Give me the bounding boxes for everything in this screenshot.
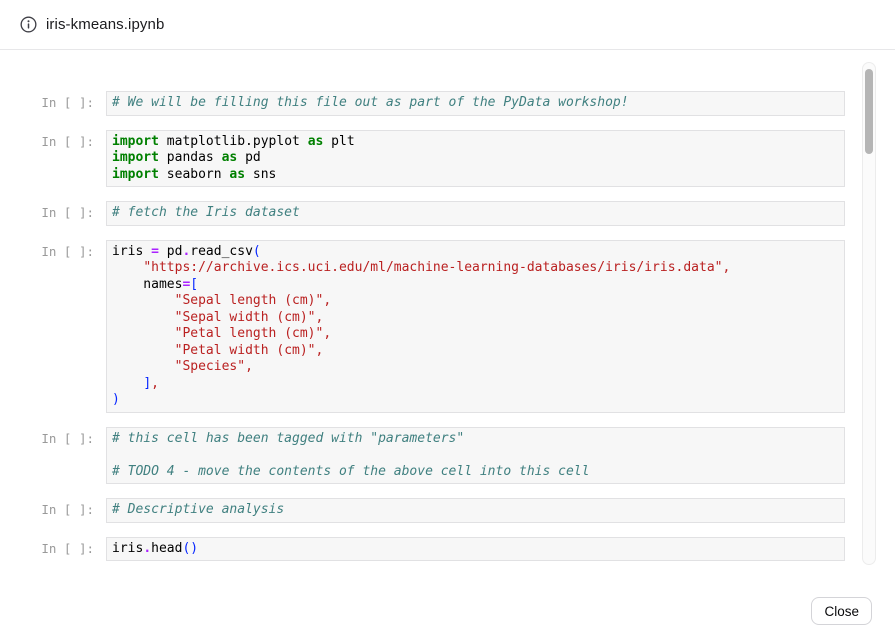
code-line: ], (143, 375, 159, 391)
cell-input: # We will be filling this file out as pa… (106, 91, 845, 116)
cell-input: iris = pd.read_csv( "https://archive.ics… (106, 239, 845, 413)
cell-input: # fetch the Iris dataset (106, 201, 845, 226)
close-button[interactable]: Close (811, 597, 872, 625)
code-line: import pandas as pd (112, 150, 261, 165)
modal-footer: Close (0, 585, 895, 643)
code-line: iris.head() (112, 540, 199, 556)
code-line: import seaborn as sns (112, 166, 277, 182)
code-line (112, 447, 836, 464)
cell-input: # Descriptive analysis (106, 498, 845, 523)
code-line: "Sepal width (cm)", (174, 309, 324, 325)
notebook-cell: In [ ]: # We will be filling this file ou… (20, 91, 845, 116)
modal-header: iris-kmeans.ipynb (0, 0, 895, 50)
notebook-cell: In [ ]: # this cell has been tagged with … (20, 426, 845, 484)
code-line: ) (112, 392, 120, 407)
code-line: "Petal length (cm)", (174, 326, 332, 341)
info-icon (20, 16, 37, 33)
code-line: # this cell has been tagged with "parame… (112, 430, 465, 446)
cell-prompt: In [ ]: (41, 243, 94, 259)
notebook-cell: In [ ]: # Descriptive analysis (20, 498, 845, 523)
code-line: # fetch the Iris dataset (112, 205, 300, 220)
notebook-scroll-area[interactable]: In [ ]: # We will be filling this file ou… (0, 50, 895, 585)
notebook-cell: In [ ]: iris = pd.read_csv( "https://arch… (20, 239, 845, 413)
code-line: # Descriptive analysis (112, 502, 285, 517)
cell-input: # this cell has been tagged with "parame… (106, 426, 845, 484)
notebook-preview: In [ ]: # We will be filling this file ou… (0, 50, 895, 585)
code-line: # We will be filling this file out as pa… (112, 95, 629, 110)
scrollbar-thumb[interactable] (865, 69, 873, 154)
notebook-cell: In [ ]: iris.head() (20, 536, 845, 561)
code-line: "Petal width (cm)", (174, 342, 324, 358)
code-line: "Sepal length (cm)", (174, 293, 332, 308)
cell-prompt: In [ ]: (41, 502, 94, 517)
code-line: import matplotlib.pyplot as plt (112, 133, 355, 149)
code-line: "https://archive.ics.uci.edu/ml/machine-… (143, 260, 731, 275)
file-title: iris-kmeans.ipynb (46, 16, 165, 33)
code-line: iris = pd.read_csv( (112, 243, 261, 259)
cell-prompt: In [ ]: (41, 430, 94, 446)
cell-prompt: In [ ]: (41, 133, 94, 149)
notebook-cell: In [ ]: # fetch the Iris dataset (20, 201, 845, 226)
cell-prompt: In [ ]: (41, 205, 94, 220)
cell-input: iris.head() (106, 536, 845, 561)
code-line: names=[ (112, 276, 199, 292)
code-line: # TODO 4 - move the contents of the abov… (112, 463, 590, 479)
code-line: "Species", (174, 359, 253, 374)
scrollbar-track[interactable] (862, 62, 876, 565)
cell-prompt: In [ ]: (41, 95, 94, 110)
cell-prompt: In [ ]: (41, 540, 94, 556)
